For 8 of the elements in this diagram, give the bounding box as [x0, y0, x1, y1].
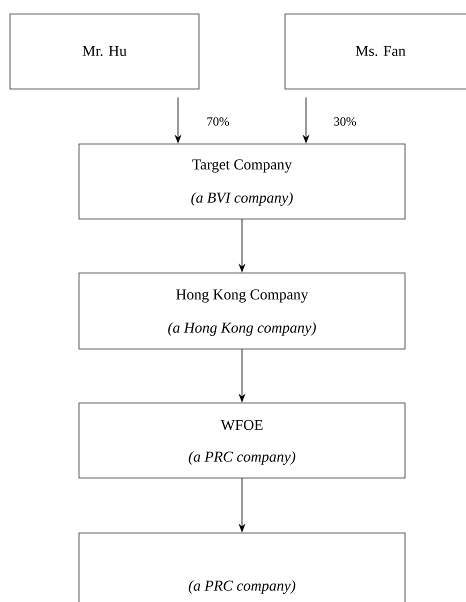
- edge-label: 70%: [206, 116, 230, 127]
- entity-box: Target Company (a BVI company): [78, 144, 406, 220]
- entity-box: Ms. Fan: [284, 14, 466, 90]
- entity-box: Hong Kong Company (a Hong Kong company): [78, 272, 406, 350]
- entity-box: Mr. Hu: [10, 14, 200, 90]
- entity-box: WFOE (a PRC company): [78, 402, 406, 478]
- edge-label: 30%: [332, 116, 358, 127]
- entity-box: (a PRC company): [78, 532, 406, 602]
